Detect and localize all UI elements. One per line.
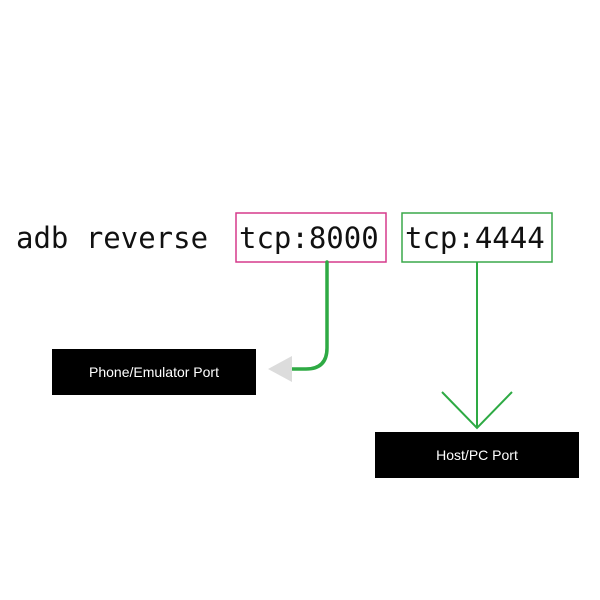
device-port-label-bg <box>52 349 256 395</box>
device-arg-text: tcp:8000 <box>239 221 379 255</box>
host-port-label: Host/PC Port <box>436 447 518 463</box>
device-port-label: Phone/Emulator Port <box>89 364 219 380</box>
device-curved-arrow <box>290 260 329 371</box>
command-prefix: adb reverse <box>16 221 208 255</box>
host-arrowhead <box>441 391 513 430</box>
host-port-label-bg <box>375 432 579 478</box>
device-arg-box <box>235 212 387 263</box>
host-arg-text: tcp:4444 <box>405 221 545 255</box>
device-arrowhead <box>268 356 292 382</box>
